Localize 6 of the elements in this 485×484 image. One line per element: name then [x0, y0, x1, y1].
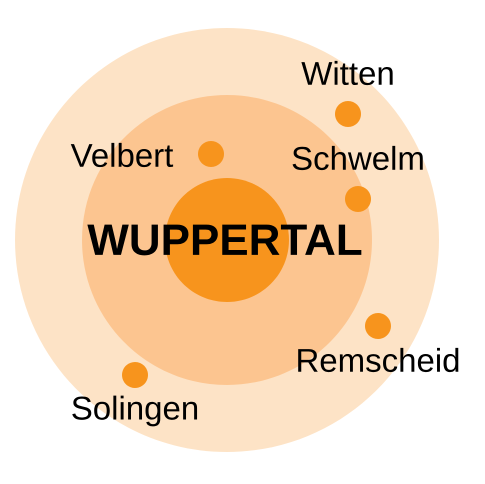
city-label: Solingen — [72, 396, 198, 426]
city-label: Velbert — [70, 142, 174, 168]
city-label: Witten — [301, 60, 393, 86]
city-title: WUPPERTAL — [87, 224, 362, 256]
city-label: Remscheid — [298, 348, 458, 372]
city-label: Schwelm — [292, 146, 423, 170]
